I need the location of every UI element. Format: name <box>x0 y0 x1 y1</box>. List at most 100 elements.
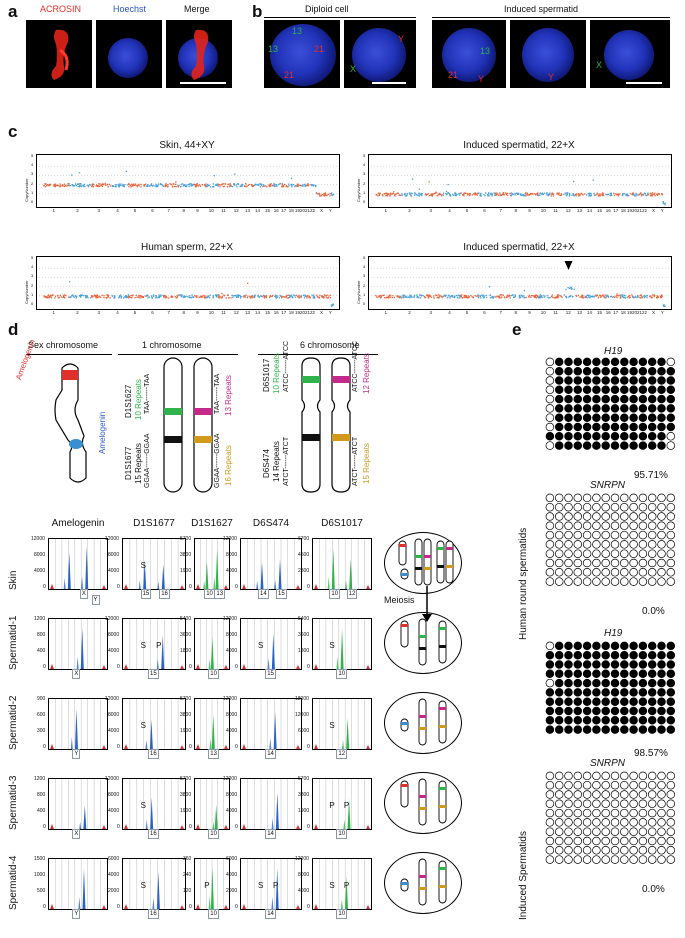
cn-point <box>316 192 318 195</box>
cn-point <box>143 184 145 186</box>
cn-point <box>443 295 445 297</box>
methylated-cpg <box>564 716 573 725</box>
cn-point <box>182 183 184 185</box>
methylated-cpg <box>554 716 564 725</box>
cn-chrom-label: 13 <box>245 310 251 315</box>
unmethylated-cpg <box>592 818 601 827</box>
str-size-std <box>366 745 370 749</box>
cn-point <box>287 186 289 188</box>
cn-point <box>177 294 180 296</box>
chr1-title: 1 chromosome <box>142 340 202 350</box>
unmethylated-cpg <box>573 530 583 540</box>
cn-point <box>120 183 122 185</box>
methylated-cpg <box>573 678 583 688</box>
cn-point <box>652 294 654 296</box>
methylated-cpg <box>601 404 610 413</box>
cn-point <box>285 295 288 297</box>
cn-point <box>452 296 454 298</box>
str-stutter-peak <box>256 580 259 589</box>
cn-point <box>589 194 591 196</box>
cn-point <box>411 296 413 298</box>
unmethylated-cpg <box>666 836 676 846</box>
str-ytick: 0 <box>117 744 120 751</box>
str-ytick: 0 <box>43 824 46 831</box>
str-size-std <box>180 905 184 909</box>
str-size-std <box>366 585 370 589</box>
methylated-cpg <box>666 660 676 669</box>
cn-chrom-label: 6 <box>151 310 154 315</box>
unmethylated-cpg <box>545 530 555 540</box>
cn-point <box>230 297 232 299</box>
cn-point <box>302 184 304 186</box>
unmethylated-cpg <box>629 512 638 521</box>
str-size-std <box>224 665 228 669</box>
cn-point <box>440 295 443 297</box>
cn-point <box>331 305 333 308</box>
cn-point <box>477 192 479 195</box>
cn-point <box>178 294 181 296</box>
cn-chrom-label: 12 <box>233 310 239 315</box>
cn-point <box>484 195 486 197</box>
cn-point <box>485 294 487 297</box>
cn-point <box>500 297 502 299</box>
cn-point <box>511 194 513 196</box>
cn-point <box>190 185 192 187</box>
cn-point <box>581 296 583 298</box>
gene-label-h19: H19 <box>604 346 623 357</box>
cn-point <box>581 297 583 299</box>
unmethylated-cpg <box>582 521 592 531</box>
cn-point <box>319 294 321 296</box>
cn-point <box>594 194 596 196</box>
cn-point <box>164 297 167 299</box>
cn-ytick: 1 <box>363 189 366 195</box>
methylated-cpg <box>657 716 666 725</box>
cn-point <box>324 294 326 296</box>
cn-point <box>171 186 174 188</box>
methylated-cpg <box>666 669 676 679</box>
cn-point <box>205 186 207 188</box>
unmethylated-cpg <box>545 678 555 688</box>
cn-point <box>263 296 265 298</box>
methylated-cpg <box>573 650 583 660</box>
cn-point <box>391 297 393 299</box>
methylated-cpg <box>582 413 592 422</box>
cn-point <box>71 184 73 186</box>
cn-point <box>391 193 393 195</box>
methylated-cpg <box>573 706 583 716</box>
cn-point <box>537 194 539 197</box>
methylated-cpg <box>573 716 583 725</box>
cn-point <box>96 184 98 186</box>
unmethylated-cpg <box>564 855 573 864</box>
cn-point <box>403 295 405 297</box>
cn-point <box>389 195 391 197</box>
methylation-grid <box>545 771 676 864</box>
chromosome-band <box>446 565 453 568</box>
cn-point <box>91 295 93 297</box>
chromosome-bar <box>418 858 427 906</box>
cn-point <box>304 185 306 188</box>
cn-point <box>93 183 95 186</box>
str-trace <box>194 858 230 910</box>
cn-point <box>460 294 462 297</box>
fish-diploid-1: 13 13 21 21 <box>264 20 340 88</box>
str-ytick: 4500 <box>298 552 310 559</box>
cn-point <box>81 294 83 296</box>
unmethylated-cpg <box>610 512 620 521</box>
cn-point <box>597 194 599 196</box>
cn-point <box>154 185 157 187</box>
str-stutter-peak <box>156 658 159 669</box>
unmethylated-cpg <box>592 530 601 540</box>
str-peak <box>210 866 214 909</box>
cn-point <box>49 183 52 185</box>
cn-point <box>44 183 46 185</box>
cn-point <box>125 295 128 297</box>
unmethylated-cpg <box>601 790 610 799</box>
cn-point <box>105 184 107 186</box>
methylated-cpg <box>582 669 592 679</box>
cn-point <box>420 294 423 296</box>
unmethylated-cpg <box>647 855 657 864</box>
cn-chrom-label: 6 <box>151 208 154 213</box>
methylated-cpg <box>592 688 601 697</box>
cn-point <box>274 295 276 297</box>
cn-point <box>646 295 648 297</box>
